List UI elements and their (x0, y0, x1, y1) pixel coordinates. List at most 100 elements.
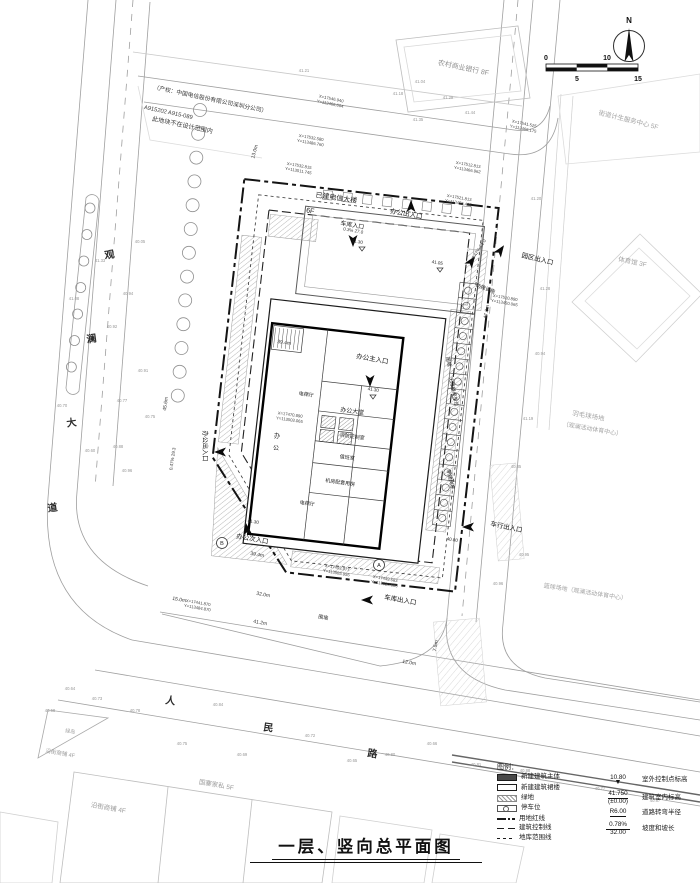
parking-stall-marker (462, 301, 471, 310)
swatch-green-space (497, 794, 517, 802)
title-underline (250, 862, 482, 863)
road-north-corner (509, 117, 559, 156)
spot-elevation: 40.92 (107, 324, 118, 329)
tree-icon (176, 317, 191, 332)
swatch-land-red-line (497, 818, 515, 820)
tree-icon (189, 150, 204, 165)
parking-stall-marker (441, 483, 450, 492)
edge-structure (381, 196, 393, 208)
hatched-strip (433, 617, 487, 707)
coord-label: X=17532.580Y=113486.760 (297, 133, 326, 148)
coord-label: X=17541.525Y=113466.175 (509, 118, 538, 134)
road-name-guanlan-char: 观 (104, 248, 116, 261)
spot-elevation: 40.75 (145, 414, 156, 419)
stair-tread (281, 328, 284, 349)
entrance-arrow (462, 522, 474, 532)
room-label-fire-control: 消防控制室 (339, 431, 365, 441)
label-basketball: 篮球场地（观澜活动体育中心） (543, 582, 627, 603)
bldg-bank-inner (403, 34, 522, 103)
entrance-arrow (214, 447, 226, 457)
spot-elevation: 40.05 (135, 239, 146, 244)
coord-label: X=17532.815Y=113511.745 (285, 161, 314, 176)
entrance-arrow (348, 235, 358, 247)
parking-stall-line (441, 448, 459, 452)
parking-stall-marker (446, 438, 455, 447)
parking-stall-line (442, 433, 461, 437)
spot-elevation: 40.80 (385, 752, 396, 757)
spot-elevation: 41.04 (415, 79, 426, 84)
elevation-label: 41.30 (367, 386, 379, 393)
road-name-guanlan-char: 大 (66, 415, 78, 429)
bldg-gym-inner (584, 247, 691, 350)
slope-label: 0.3% 27.0 (343, 226, 364, 235)
parking-stall-line (459, 281, 478, 285)
slope-label: 0.47% 29.3 (168, 447, 176, 471)
green-area (218, 234, 263, 445)
spot-elevation: 41.29 (443, 95, 454, 100)
elevation-label: 40.80 (446, 536, 458, 543)
road-east-edge (445, 0, 700, 721)
parking-stall-line (446, 403, 465, 406)
mark-value-2: (±0.00) (608, 797, 628, 805)
room-label-equipment-rooms: 机房配套用房 (325, 477, 356, 488)
swatch-new-building-podium (497, 784, 517, 792)
legend-header: 图例： (497, 764, 518, 771)
road-south-edge (94, 669, 700, 773)
scale-bar-segment (576, 64, 608, 68)
coord-label: X=17441.870Y=113484.870 (184, 598, 213, 613)
parking-stall-line (447, 387, 466, 391)
parking-stall-marker (443, 468, 452, 477)
surroundings-layer (0, 25, 700, 883)
bldg-label-existing-telecom-floors: 6F (306, 207, 315, 215)
dim-label: 7.5m (432, 640, 440, 652)
spot-elevation: 40.66 (427, 741, 438, 746)
legend-item-label: 新建建筑主体 (521, 773, 560, 781)
axis-bubble (373, 559, 385, 571)
mark-value: 10.80 (610, 774, 626, 781)
mark-symbol-turn-radius: R6.00 (599, 809, 637, 818)
spot-elevation: 41.21 (299, 68, 310, 73)
axis-bubble-label: A (377, 563, 381, 569)
parking-stall-line (437, 478, 456, 482)
tree-icon (84, 202, 96, 214)
green-area (267, 213, 319, 242)
elevation-label: 41.30 (351, 238, 363, 245)
swatch-basement-extent-line (497, 838, 515, 840)
spot-elevation: 40.78 (130, 708, 141, 713)
roads-layer (46, 0, 700, 807)
tree-icon (170, 388, 185, 403)
tree-icon (78, 255, 90, 267)
street-trees (66, 103, 207, 403)
filled-triangle-icon: ▼ (614, 779, 622, 787)
tree-icon (187, 174, 202, 189)
mark-symbol-outdoor-elevation: 10.80 ▼ (599, 774, 637, 787)
legend-marks: 10.80 ▼ 室外控制点标高 41.750 (±0.00) 建筑室内标高 R6… (599, 774, 688, 842)
mark-value: 0.78% (606, 821, 630, 830)
tree-icon (178, 293, 193, 308)
parking-stall-line (456, 312, 475, 315)
entrance-arrow (493, 245, 505, 258)
dim-label: 45.6m (162, 397, 170, 412)
parking-stall-marker (457, 347, 466, 356)
spot-elevation: 40.96 (493, 581, 504, 586)
label-fence: 围墙 (444, 356, 453, 367)
bldg-label-bank: 农村商业银行 8F (437, 58, 490, 78)
road-south-edge (57, 699, 700, 807)
tree-icon (172, 364, 187, 379)
tree-icon (193, 103, 207, 117)
tree-icon (191, 126, 206, 141)
spot-elevation: 40.88 (113, 444, 124, 449)
legend-item-new-building-podium: 新建建筑裙楼 (497, 784, 593, 792)
spot-elevation: 40.73 (92, 696, 103, 701)
stair-tread (273, 327, 276, 348)
elevation-label: 41.30 (247, 518, 259, 525)
road-east-edge (475, 0, 534, 623)
road-name-guanlan-char: 道 (47, 500, 59, 514)
mark-label: 道路转弯半径 (642, 809, 681, 817)
legend-item-land-red-line: 用地红线 (497, 815, 593, 823)
bldg-shops-outline (59, 771, 333, 883)
traffic-island-triangle (37, 709, 110, 759)
swatch-building-control-line (497, 828, 515, 830)
